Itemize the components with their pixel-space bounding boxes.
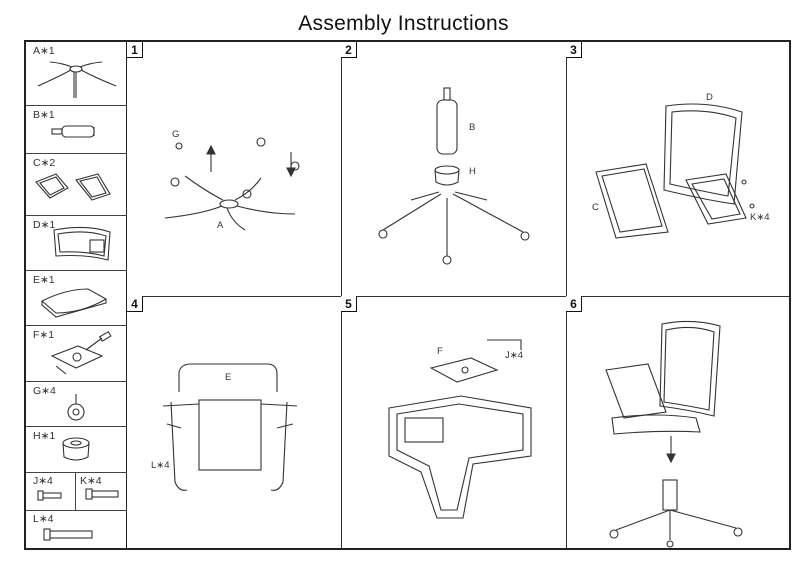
- step-number: 5: [341, 296, 357, 312]
- callout-c: C: [592, 202, 599, 213]
- part-g: G∗4: [26, 382, 127, 427]
- callout-h: H: [469, 166, 476, 177]
- base-star-icon: [37, 61, 117, 98]
- part-h: H∗1: [26, 427, 127, 473]
- parts-column: A∗1 B∗1 C∗2 D∗: [26, 42, 127, 548]
- step-number: 1: [127, 42, 143, 58]
- callout-l: L∗4: [151, 460, 170, 471]
- medium-screw-icon: [85, 488, 119, 500]
- part-f: F∗1: [26, 326, 127, 382]
- part-d-label: D∗1: [33, 219, 56, 231]
- page-title: Assembly Instructions: [298, 12, 509, 35]
- part-k-label: K∗4: [80, 475, 102, 487]
- step-grid: 1 G A 2: [127, 42, 789, 548]
- part-h-label: H∗1: [33, 430, 56, 442]
- cover-icon: [62, 437, 90, 461]
- step-number: 6: [566, 296, 582, 312]
- part-f-label: F∗1: [33, 329, 55, 341]
- long-screw-icon: [43, 528, 93, 541]
- step-4: 4 E L∗4: [127, 296, 341, 548]
- backrest-armrest-diagram: D C K∗4: [592, 92, 770, 239]
- gas-lift-base-diagram: B H: [378, 87, 530, 265]
- callout-a: A: [217, 220, 224, 231]
- seat-frame-diagram: E L∗4: [151, 363, 298, 491]
- part-j: J∗4: [26, 473, 76, 511]
- part-a: A∗1: [26, 42, 127, 106]
- part-b-label: B∗1: [33, 109, 55, 121]
- step-number: 2: [341, 42, 357, 58]
- gas-lift-icon: [51, 125, 95, 138]
- part-e: E∗1: [26, 271, 127, 326]
- base-caster-diagram: G A: [164, 129, 300, 231]
- part-k: K∗4: [76, 473, 127, 511]
- step-3: 3 D C K∗4: [566, 42, 789, 296]
- callout-g: G: [172, 129, 179, 140]
- part-a-label: A∗1: [33, 45, 55, 57]
- step-1: 1 G A: [127, 42, 341, 296]
- callout-k: K∗4: [750, 212, 770, 223]
- seat-cushion-icon: [41, 288, 108, 318]
- part-c: C∗2: [26, 154, 127, 216]
- vertical-divider-2: [566, 42, 567, 548]
- backrest-icon: [53, 226, 111, 261]
- short-screw-icon: [37, 490, 62, 501]
- part-c-label: C∗2: [33, 157, 56, 169]
- instruction-frame: A∗1 B∗1 C∗2 D∗: [24, 40, 791, 550]
- part-e-label: E∗1: [33, 274, 55, 286]
- part-b: B∗1: [26, 106, 127, 154]
- callout-b: B: [469, 122, 475, 133]
- step-5: 5 F J∗4: [341, 296, 566, 548]
- mechanism-mount-diagram: F J∗4: [388, 339, 532, 519]
- step-2: 2 B H: [341, 42, 566, 296]
- callout-d: D: [706, 92, 713, 103]
- callout-j: J∗4: [505, 350, 523, 361]
- part-d: D∗1: [26, 216, 127, 271]
- callout-f: F: [437, 346, 443, 357]
- armrest-icon: [35, 173, 111, 201]
- mechanism-plate-icon: [50, 331, 112, 375]
- caster-icon: [67, 394, 85, 421]
- final-assembly-diagram: [605, 320, 743, 548]
- step-number: 3: [566, 42, 582, 58]
- part-l-label: L∗4: [33, 513, 54, 525]
- part-g-label: G∗4: [33, 385, 56, 397]
- horizontal-divider: [127, 296, 789, 297]
- callout-e: E: [225, 372, 231, 383]
- part-l: L∗4: [26, 511, 127, 548]
- step-6: 6: [566, 296, 789, 548]
- step-number: 4: [127, 296, 143, 312]
- part-j-label: J∗4: [33, 475, 53, 487]
- vertical-divider-1: [341, 42, 342, 548]
